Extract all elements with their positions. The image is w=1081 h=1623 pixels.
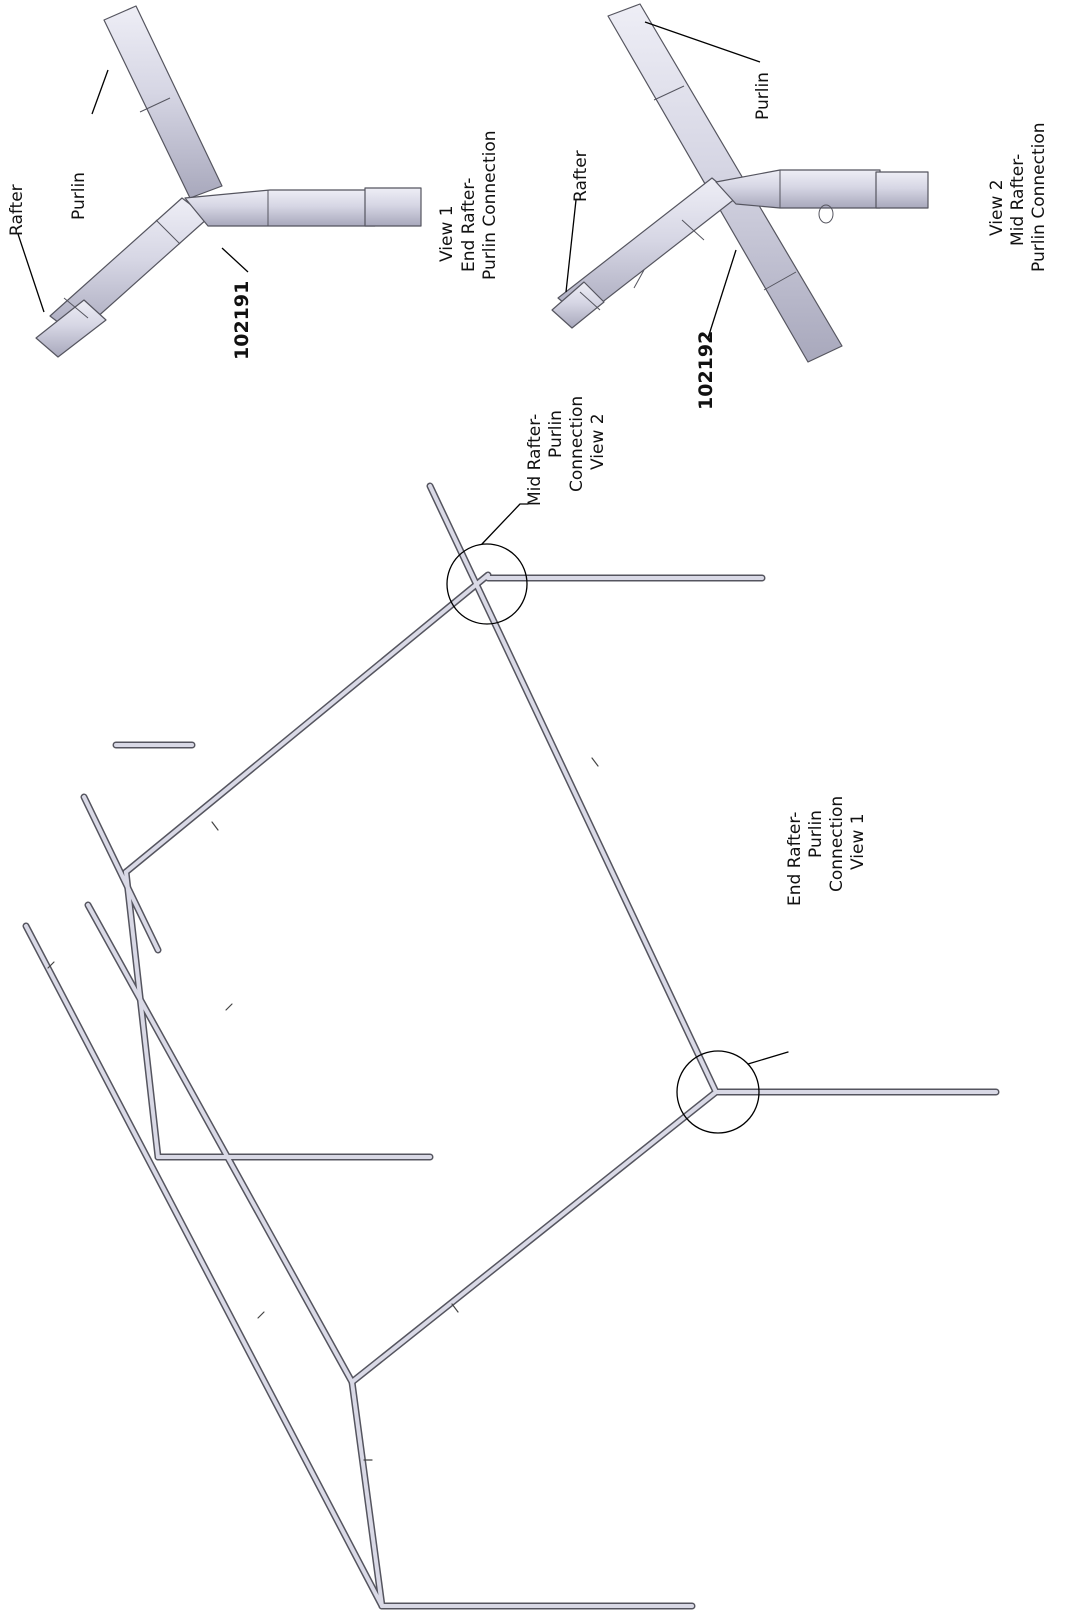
end-callout-line3: Connection (827, 796, 847, 892)
part-number-102192: 102192 (695, 331, 717, 410)
rafter-end-tube (551, 281, 605, 329)
purlin-label: Purlin (753, 72, 773, 120)
view2-callout-leader (481, 503, 529, 545)
purlin-leader (91, 69, 109, 115)
mid-callout-line3: Connection (567, 396, 587, 492)
view1-callout-leader (747, 1051, 789, 1065)
mid-callout-line4: View 2 (588, 413, 608, 470)
purlin-label: Purlin (69, 172, 89, 220)
part-leader (221, 247, 249, 273)
part-leader (707, 249, 737, 339)
detail-view-2 (551, 3, 929, 363)
rafter-right-tube (364, 187, 422, 227)
rafter-end-tube (35, 299, 107, 358)
rafter-leader (17, 233, 45, 313)
part-number-102191: 102191 (231, 281, 253, 360)
view2-callout-circle (446, 543, 528, 625)
rafter-right-tube (875, 171, 929, 209)
view1-caption-line2: End Rafter- (459, 178, 479, 272)
rafter-leader (565, 199, 577, 293)
view2-caption-line1: View 2 (987, 179, 1007, 236)
view1-caption-line3: Purlin Connection (480, 130, 500, 280)
mid-callout-line2: Purlin (546, 410, 566, 458)
fitting-102191 (184, 189, 376, 227)
rafter-label: Rafter (7, 184, 27, 236)
view2-caption-line2: Mid Rafter- (1008, 154, 1028, 246)
mid-callout-line1: Mid Rafter- (525, 414, 545, 506)
view1-caption-line1: View 1 (437, 205, 457, 262)
end-callout-line1: End Rafter- (785, 812, 805, 906)
rafter-label: Rafter (571, 150, 591, 202)
view2-caption-line3: Purlin Connection (1029, 122, 1049, 272)
end-callout-line4: View 1 (848, 813, 868, 870)
purlin-leader (644, 21, 761, 63)
view1-callout-circle (676, 1050, 760, 1134)
purlin-tube (103, 5, 223, 199)
frame-main-view (22, 482, 1000, 1610)
detail-view-1 (17, 5, 422, 358)
end-callout-line2: Purlin (806, 810, 826, 858)
